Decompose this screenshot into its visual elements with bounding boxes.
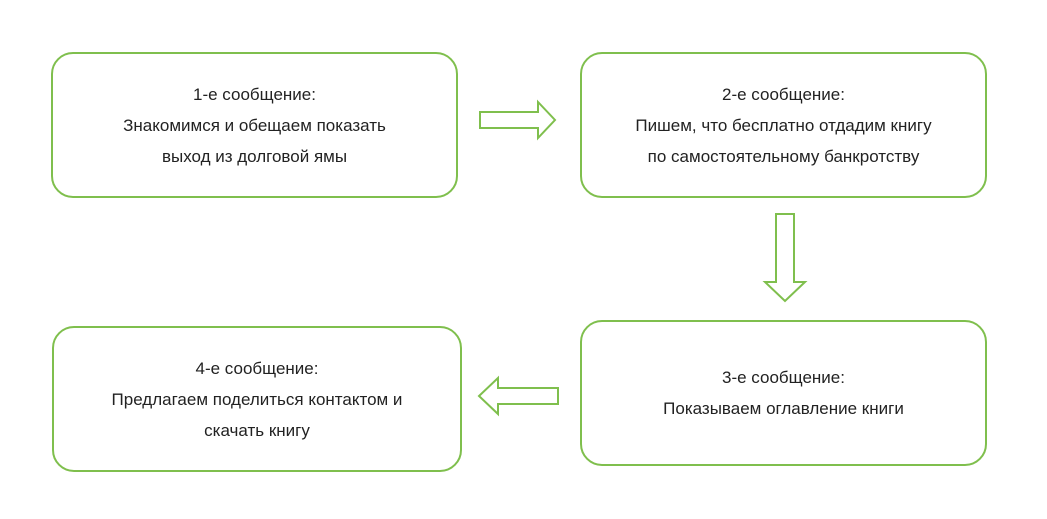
step-2-line-1: Пишем, что бесплатно отдадим книгу — [635, 115, 932, 135]
step-1-title: 1-е сообщение: — [193, 84, 316, 104]
arrow-down-shape — [762, 213, 808, 303]
step-2-box: 2-е сообщение: Пишем, что бесплатно отда… — [580, 52, 987, 198]
arrow-down-icon — [762, 213, 808, 303]
step-1-line-2: выход из долговой ямы — [161, 146, 348, 166]
step-3-line-1: Показываем оглавление книги — [663, 399, 904, 418]
step-4-line-2: скачать книгу — [204, 420, 310, 440]
step-4-box: 4-е сообщение: Предлагаем поделиться кон… — [52, 326, 462, 472]
step-4-line-1: Предлагаем поделиться контактом и — [111, 389, 403, 409]
step-2-line-2: по самостоятельному банкротству — [647, 146, 920, 166]
step-4-title: 4-е сообщение: — [195, 358, 319, 378]
step-2-title: 2-е сообщение: — [722, 84, 845, 104]
step-3-box: 3-е сообщение: Показываем оглавление кни… — [580, 320, 987, 466]
arrow-left-icon — [477, 375, 559, 417]
step-1-line-1: Знакомимся и обещаем показать — [123, 115, 386, 135]
arrow-right-shape — [479, 99, 557, 141]
arrow-left-shape — [477, 375, 559, 417]
step-3-title: 3-е сообщение: — [722, 368, 845, 387]
step-1-box: 1-е сообщение: Знакомимся и обещаем пока… — [51, 52, 458, 198]
arrow-right-icon — [479, 99, 557, 141]
